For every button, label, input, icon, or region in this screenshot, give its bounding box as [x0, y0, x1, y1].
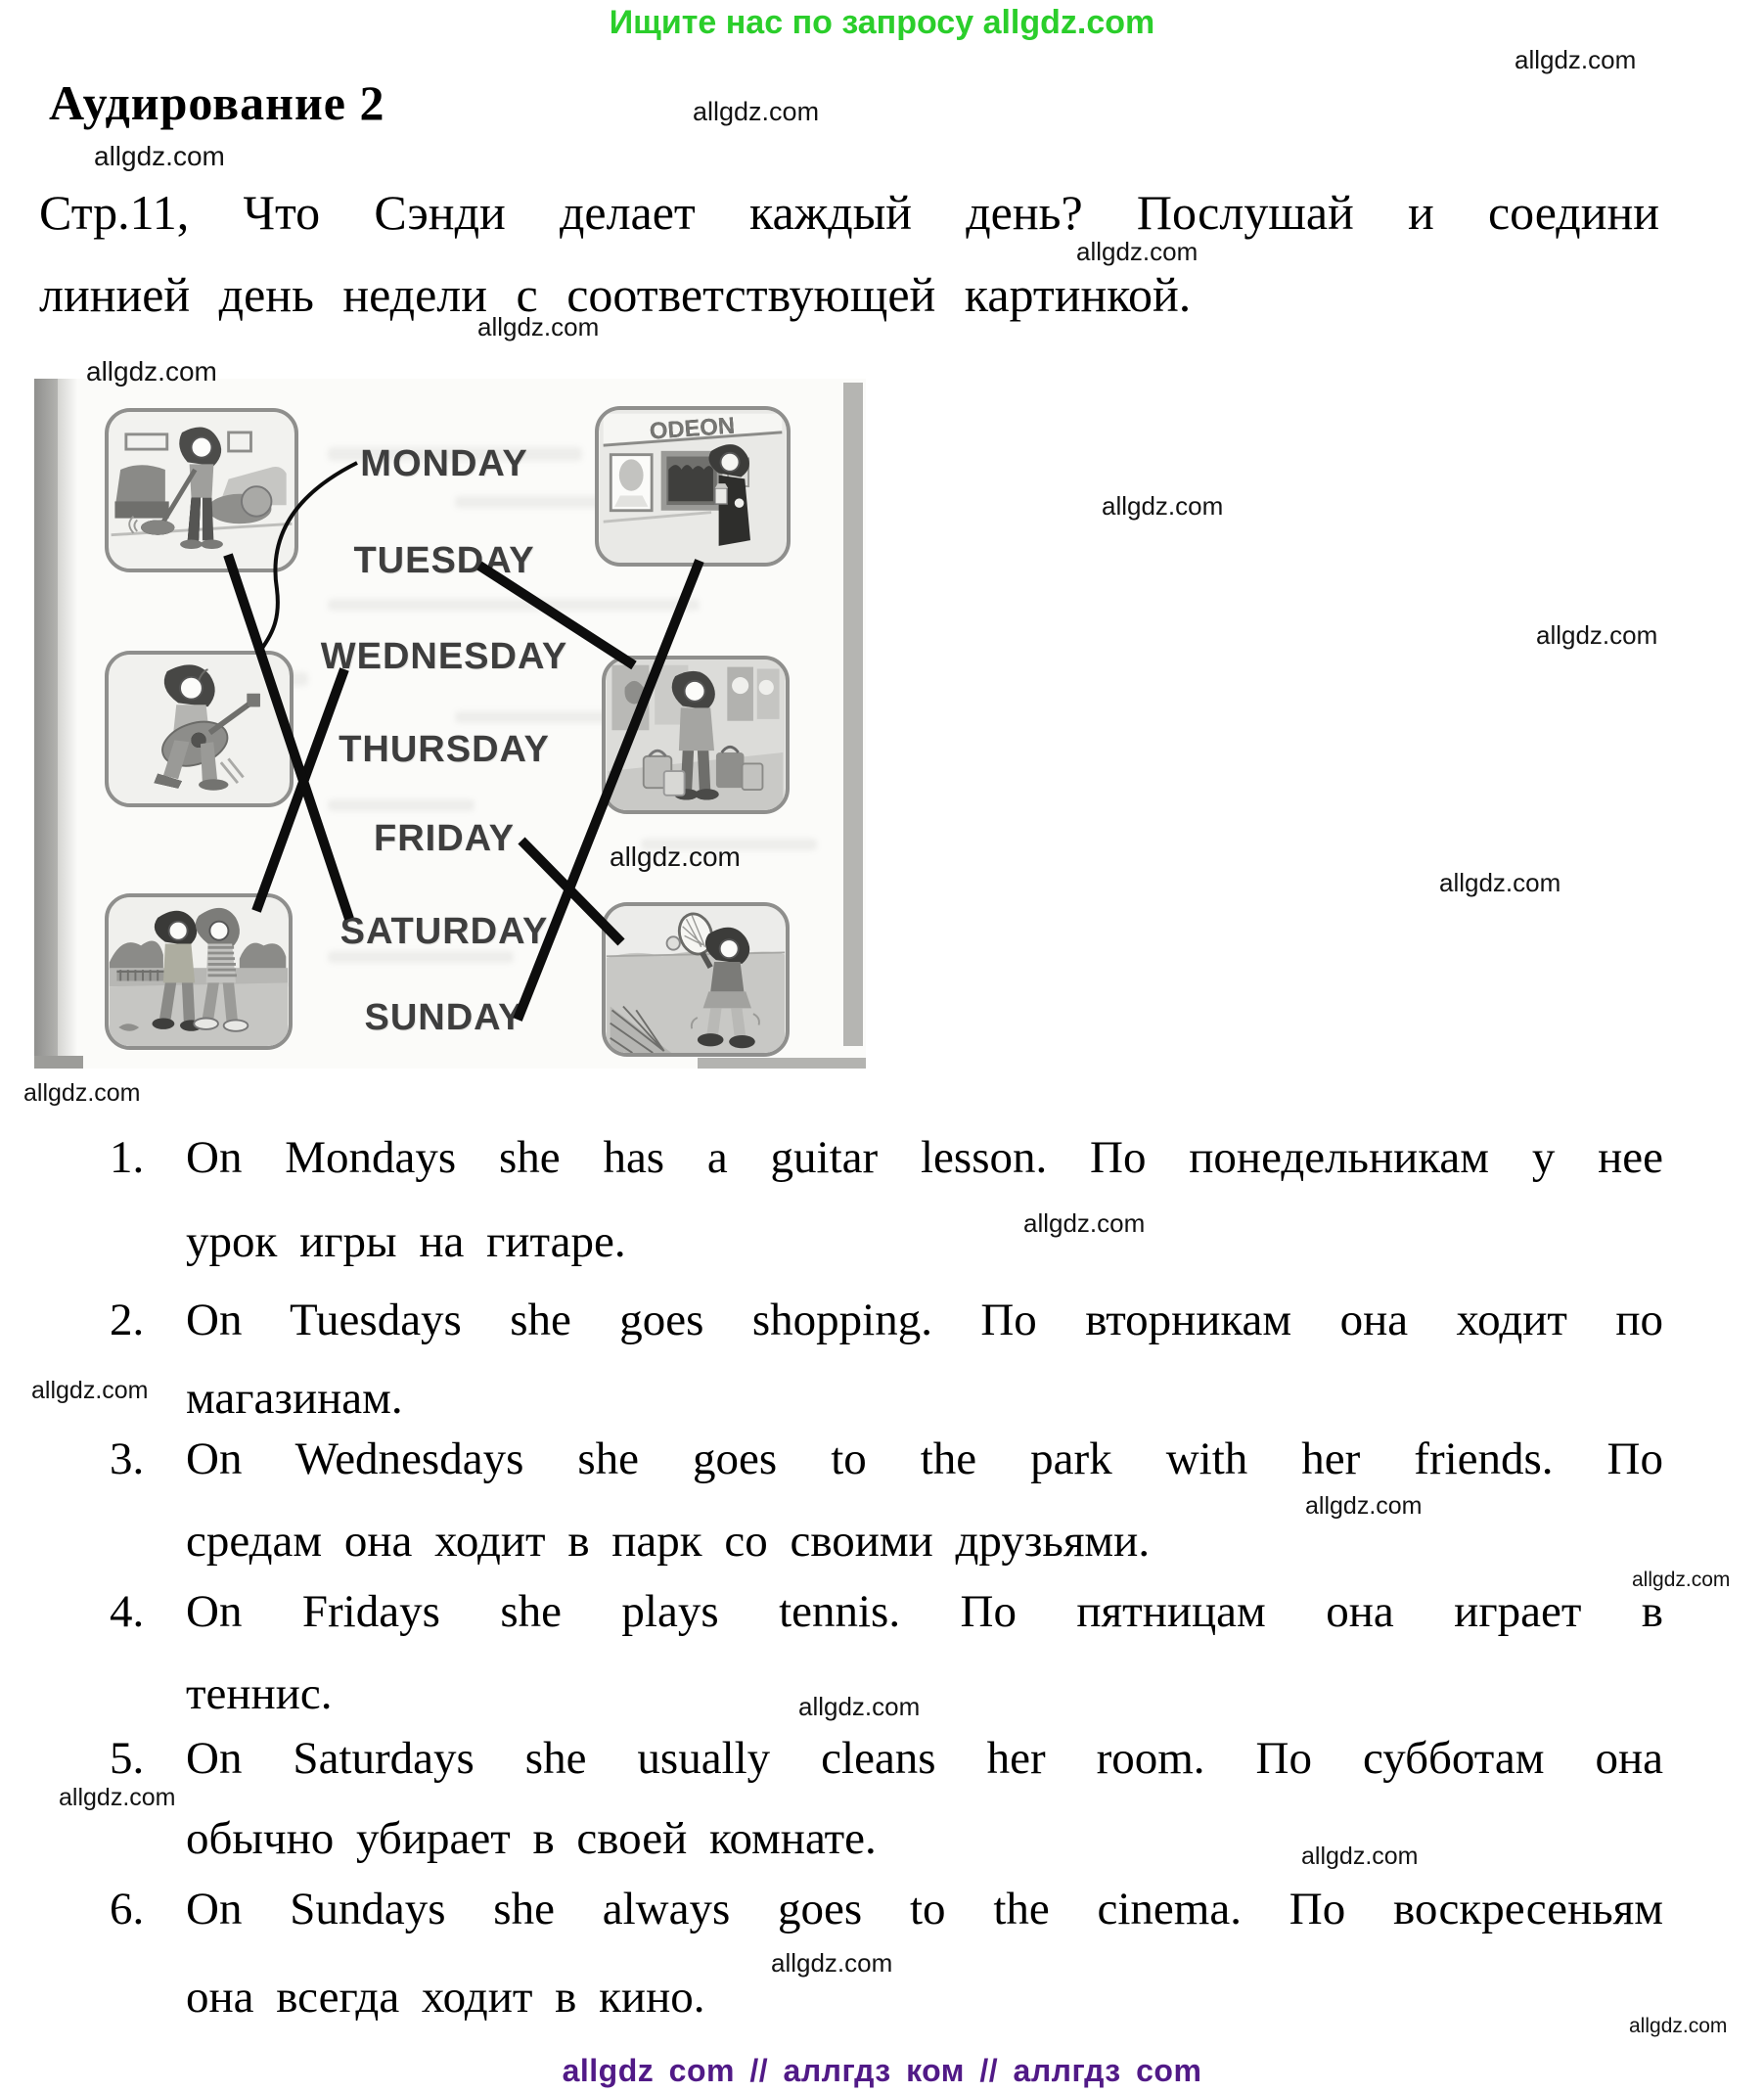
day-label-wednesday: WEDNESDAY — [320, 636, 568, 677]
cleaning-room-illustration — [109, 412, 294, 569]
answer-6-line2: она всегда ходит в кино. — [186, 1972, 705, 2023]
park-illustration — [109, 897, 289, 1046]
watermark-9: allgdz.com — [1439, 868, 1561, 897]
answer-3-line1: On Wednesdays she goes to the park with … — [186, 1433, 1663, 1484]
picture-park-with-friends — [105, 893, 293, 1050]
watermark-11: allgdz.com — [23, 1079, 141, 1107]
watermark-17: allgdz.com — [59, 1784, 176, 1811]
connection-line-saturday-cleaning-room — [223, 553, 354, 921]
cinema-illustration: ODEON ODEON — [599, 410, 787, 563]
day-label-friday: FRIDAY — [374, 818, 515, 859]
scan-left-edge — [34, 379, 58, 1069]
scan-right-edge — [843, 383, 863, 1046]
answer-2-number: 2. — [110, 1295, 145, 1345]
watermark-6: allgdz.com — [86, 356, 217, 387]
answer-5-number: 5. — [110, 1733, 145, 1784]
watermark-3: allgdz.com — [94, 141, 225, 171]
answer-5-line1: On Saturdays she usually cleans her room… — [186, 1733, 1663, 1784]
watermark-15: allgdz.com — [1632, 1569, 1731, 1591]
watermark-20: allgdz.com — [1629, 2015, 1728, 2037]
day-label-thursday: THURSDAY — [339, 729, 550, 770]
connection-line-wednesday-park-with-friends — [251, 667, 349, 913]
answer-4-line1: On Fridays she plays tennis. По пятницам… — [186, 1586, 1663, 1637]
watermark-10: allgdz.com — [610, 842, 741, 872]
answer-1-number: 1. — [110, 1132, 145, 1183]
connection-line-sunday-cinema — [513, 559, 704, 1022]
page-title: Аудирование 2 — [49, 75, 385, 130]
watermark-4: allgdz.com — [1076, 237, 1199, 266]
guitar-lesson-illustration — [109, 655, 290, 803]
answer-4-number: 4. — [110, 1586, 145, 1637]
answer-1-line1: On Mondays she has a guitar lesson. По п… — [186, 1132, 1663, 1183]
answer-2-line2: магазинам. — [186, 1373, 403, 1424]
watermark-1: allgdz.com — [1515, 45, 1637, 74]
scan-bottom-right-mark — [698, 1058, 866, 1069]
answer-6-number: 6. — [110, 1884, 145, 1934]
answer-5-line2: обычно убирает в своей комнате. — [186, 1813, 877, 1864]
watermark-12: allgdz.com — [1023, 1208, 1146, 1238]
day-label-saturday: SATURDAY — [339, 911, 549, 952]
scan-bottom-left-mark — [34, 1056, 83, 1069]
watermark-18: allgdz.com — [1301, 1843, 1419, 1870]
answer-6-line1: On Sundays she always goes to the cinema… — [186, 1884, 1663, 1934]
picture-cinema: ODEON ODEON — [595, 406, 791, 567]
picture-tennis — [602, 902, 790, 1057]
footer-domains: allgdz com // аллгдз ком // аллгдз com — [562, 2053, 1202, 2088]
task-description-line2: линией день недели с соответствующей кар… — [39, 267, 1192, 322]
connection-line-monday-guitar-lesson — [257, 461, 358, 655]
worksheet-scan: ODEON ODEON — [34, 379, 866, 1069]
watermark-2: allgdz.com — [693, 97, 820, 126]
day-label-sunday: SUNDAY — [364, 997, 524, 1038]
task-description-line1: Стр.11, Что Сэнди делает каждый день? По… — [39, 185, 1659, 240]
picture-guitar-lesson — [105, 651, 294, 807]
watermark-14: allgdz.com — [1305, 1492, 1423, 1520]
watermark-7: allgdz.com — [1102, 491, 1224, 521]
watermark-13: allgdz.com — [31, 1377, 149, 1404]
watermark-5: allgdz.com — [477, 312, 600, 341]
tennis-illustration — [606, 906, 786, 1053]
answer-2-line1: On Tuesdays she goes shopping. По вторни… — [186, 1295, 1663, 1345]
connection-line-tuesday-shopping — [476, 561, 637, 670]
watermark-16: allgdz.com — [798, 1692, 921, 1721]
answer-connection-lines — [223, 461, 704, 1022]
answer-1-line2: урок игры на гитаре. — [186, 1216, 626, 1267]
site-promo-text: Ищите нас по запросу allgdz.com — [609, 4, 1155, 41]
picture-cleaning-room — [105, 408, 298, 572]
answer-3-number: 3. — [110, 1433, 145, 1484]
scan-left-shade — [58, 379, 77, 1069]
day-label-monday: MONDAY — [360, 443, 528, 484]
watermark-19: allgdz.com — [771, 1948, 893, 1978]
day-label-tuesday: TUESDAY — [353, 540, 535, 581]
answer-3-line2: средам она ходит в парк со своими друзья… — [186, 1516, 1151, 1567]
watermark-8: allgdz.com — [1536, 620, 1658, 650]
answer-4-line2: теннис. — [186, 1668, 333, 1719]
